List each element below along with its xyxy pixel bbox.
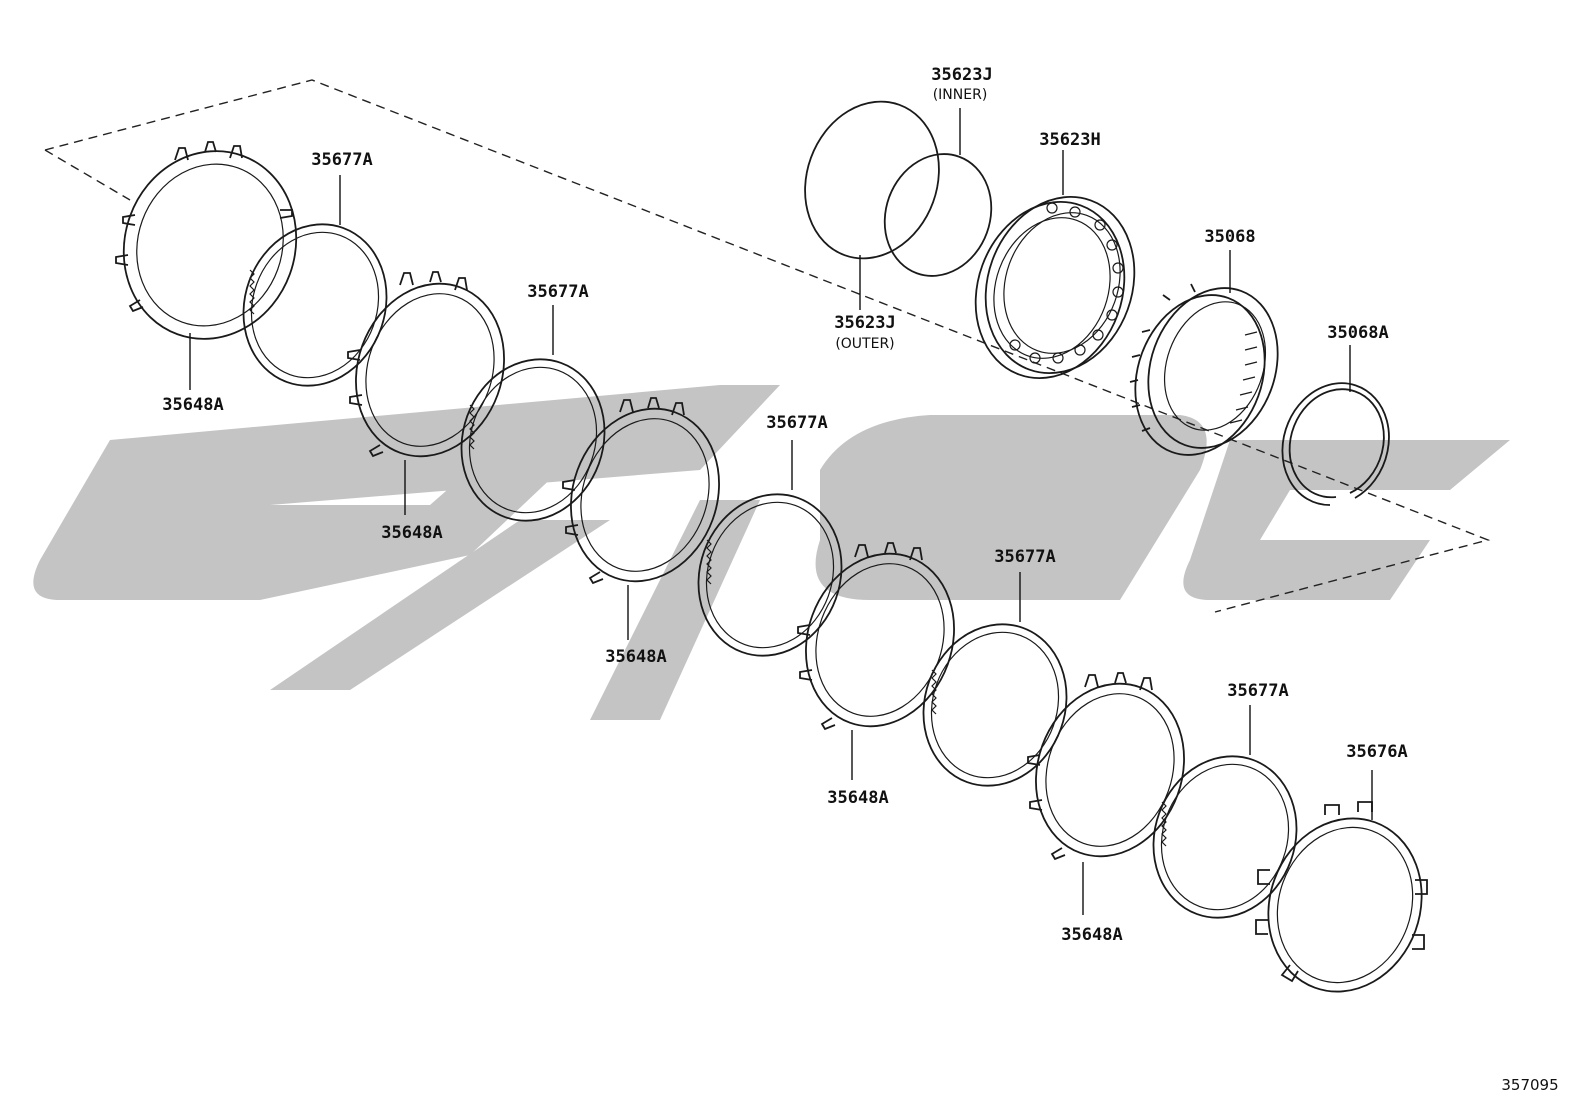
callout-plate-1: 35648A: [162, 395, 223, 415]
callout-ring-inner-note: (INNER): [933, 87, 988, 103]
one-way-bearing: [974, 196, 1136, 379]
callout-clutch-hub: 35068: [1204, 227, 1255, 247]
callout-plate-5: 35648A: [1061, 925, 1122, 945]
callout-ring-outer-number: 35623J: [834, 313, 895, 333]
callout-plate-3: 35648A: [605, 647, 666, 667]
clutch-plate-3: [562, 397, 720, 585]
ring-outer: [804, 100, 940, 260]
callout-disc-1: 35677A: [311, 150, 372, 170]
callout-disc-3: 35677A: [766, 413, 827, 433]
watermark-logo: [33, 385, 1510, 720]
clutch-disc-2: [460, 358, 606, 522]
callout-disc-4: 35677A: [994, 547, 1055, 567]
clutch-plate-2: [347, 271, 505, 458]
snap-ring: [1281, 382, 1390, 506]
assembly-outline-left: [44, 149, 131, 201]
callout-plate-4: 35648A: [827, 788, 888, 808]
assembly-outline: [44, 79, 1491, 613]
flange-plate: [1255, 801, 1428, 993]
ring-inner: [883, 153, 993, 277]
clutch-disc-5: [1152, 755, 1298, 919]
clutch-disc-3: [697, 493, 843, 657]
clutch-plate-5: [1027, 672, 1185, 861]
clutch-plate-1: [115, 141, 298, 340]
clutch-disc-4: [922, 623, 1068, 787]
callout-ring-inner-number: 35623J: [931, 65, 992, 85]
callout-ring-outer-note: (OUTER): [835, 336, 894, 352]
callout-disc-2: 35677A: [527, 282, 588, 302]
clutch-plate-4: [797, 542, 955, 731]
clutch-disc-1: [242, 223, 388, 387]
diagram-number: 357095: [1501, 1076, 1558, 1094]
callout-bearing: 35623H: [1039, 130, 1100, 150]
callout-disc-5: 35677A: [1227, 681, 1288, 701]
clutch-hub: [1129, 283, 1279, 456]
callout-plate-2: 35648A: [381, 523, 442, 543]
callout-flange-plate: 35676A: [1346, 742, 1407, 762]
callout-snap-ring: 35068A: [1327, 323, 1388, 343]
